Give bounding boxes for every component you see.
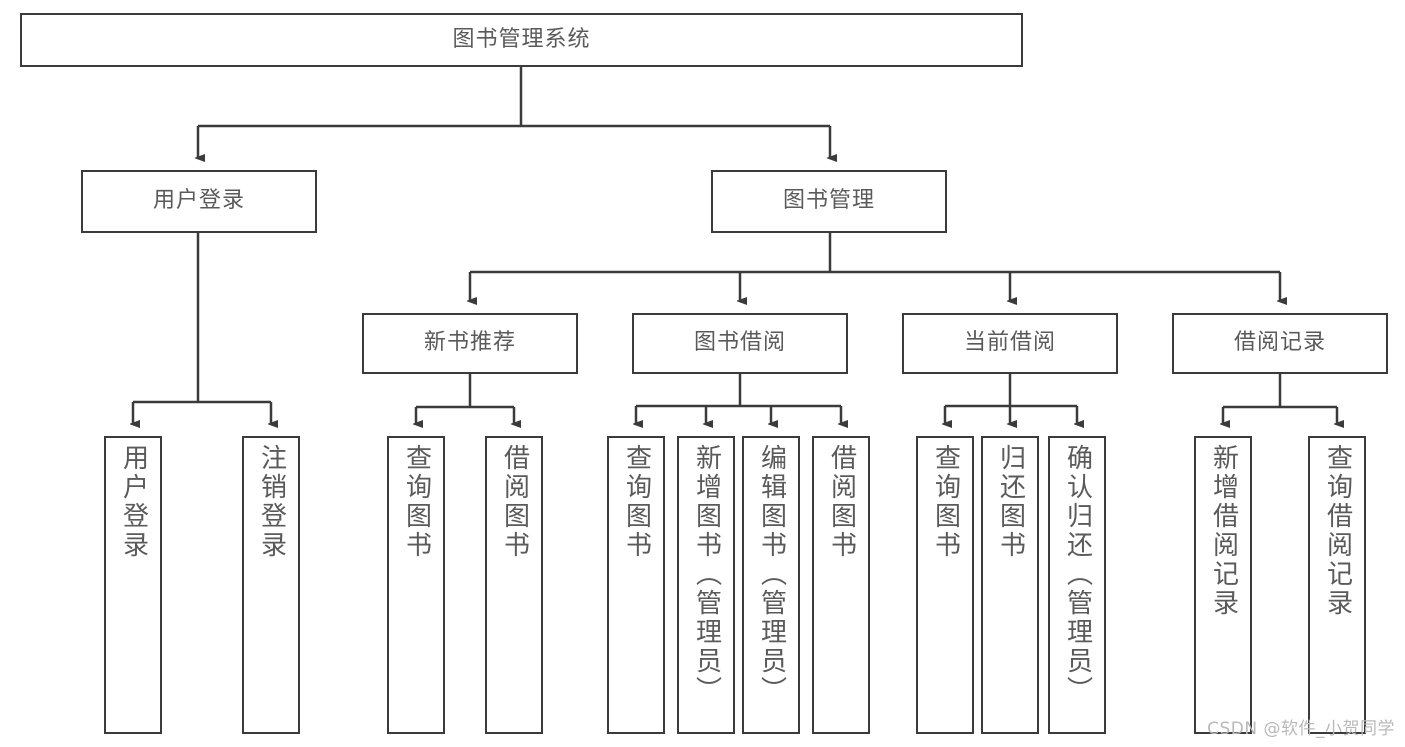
node-current-borrow-label: 当前借阅 bbox=[963, 330, 1056, 356]
node-leaf-query-book-1-label: 查询图书 bbox=[401, 444, 432, 560]
node-book-borrow[interactable]: 图书借阅 bbox=[632, 313, 848, 374]
node-borrow-record[interactable]: 借阅记录 bbox=[1172, 313, 1388, 374]
watermark-text: CSDN @软件_小贺同学 bbox=[1207, 719, 1395, 739]
node-leaf-add-record-label: 新增借阅记录 bbox=[1208, 444, 1239, 618]
node-new-book-recommend[interactable]: 新书推荐 bbox=[362, 313, 578, 374]
node-root-label: 图书管理系统 bbox=[452, 26, 591, 52]
node-user-login[interactable]: 用户登录 bbox=[81, 170, 317, 233]
node-leaf-query-book-2[interactable]: 查询图书 bbox=[607, 436, 665, 734]
node-leaf-query-book-3[interactable]: 查询图书 bbox=[916, 436, 974, 734]
node-leaf-query-book-2-label: 查询图书 bbox=[621, 444, 652, 560]
node-leaf-query-record[interactable]: 查询借阅记录 bbox=[1308, 436, 1366, 734]
node-leaf-query-record-label: 查询借阅记录 bbox=[1322, 444, 1353, 618]
node-leaf-query-book-1[interactable]: 查询图书 bbox=[387, 436, 445, 734]
node-current-borrow[interactable]: 当前借阅 bbox=[902, 313, 1118, 374]
node-leaf-borrow-book-1[interactable]: 借阅图书 bbox=[485, 436, 543, 734]
node-leaf-confirm-return[interactable]: 确认归还（管理员） bbox=[1048, 436, 1106, 734]
node-leaf-return-book-label: 归还图书 bbox=[995, 444, 1026, 560]
node-leaf-user-logout-label: 注销登录 bbox=[256, 444, 287, 560]
node-leaf-add-book-label: 新增图书（管理员） bbox=[691, 444, 722, 705]
node-leaf-query-book-3-label: 查询图书 bbox=[930, 444, 961, 560]
node-leaf-return-book[interactable]: 归还图书 bbox=[981, 436, 1039, 734]
node-user-login-label: 用户登录 bbox=[152, 188, 245, 214]
node-leaf-add-book[interactable]: 新增图书（管理员） bbox=[677, 436, 735, 734]
node-leaf-borrow-book-2[interactable]: 借阅图书 bbox=[812, 436, 870, 734]
node-new-book-recommend-label: 新书推荐 bbox=[423, 330, 516, 356]
node-leaf-user-login[interactable]: 用户登录 bbox=[104, 436, 162, 734]
node-book-manage[interactable]: 图书管理 bbox=[711, 170, 947, 233]
node-book-borrow-label: 图书借阅 bbox=[693, 330, 786, 356]
node-book-manage-label: 图书管理 bbox=[782, 188, 875, 214]
node-leaf-edit-book[interactable]: 编辑图书（管理员） bbox=[742, 436, 800, 734]
node-leaf-user-logout[interactable]: 注销登录 bbox=[242, 436, 300, 734]
node-leaf-borrow-book-1-label: 借阅图书 bbox=[499, 444, 530, 560]
node-leaf-user-login-label: 用户登录 bbox=[118, 444, 149, 560]
node-leaf-confirm-return-label: 确认归还（管理员） bbox=[1062, 444, 1093, 705]
node-leaf-edit-book-label: 编辑图书（管理员） bbox=[756, 444, 787, 705]
node-root[interactable]: 图书管理系统 bbox=[20, 13, 1023, 67]
node-borrow-record-label: 借阅记录 bbox=[1233, 330, 1326, 356]
node-leaf-add-record[interactable]: 新增借阅记录 bbox=[1194, 436, 1252, 734]
node-leaf-borrow-book-2-label: 借阅图书 bbox=[826, 444, 857, 560]
